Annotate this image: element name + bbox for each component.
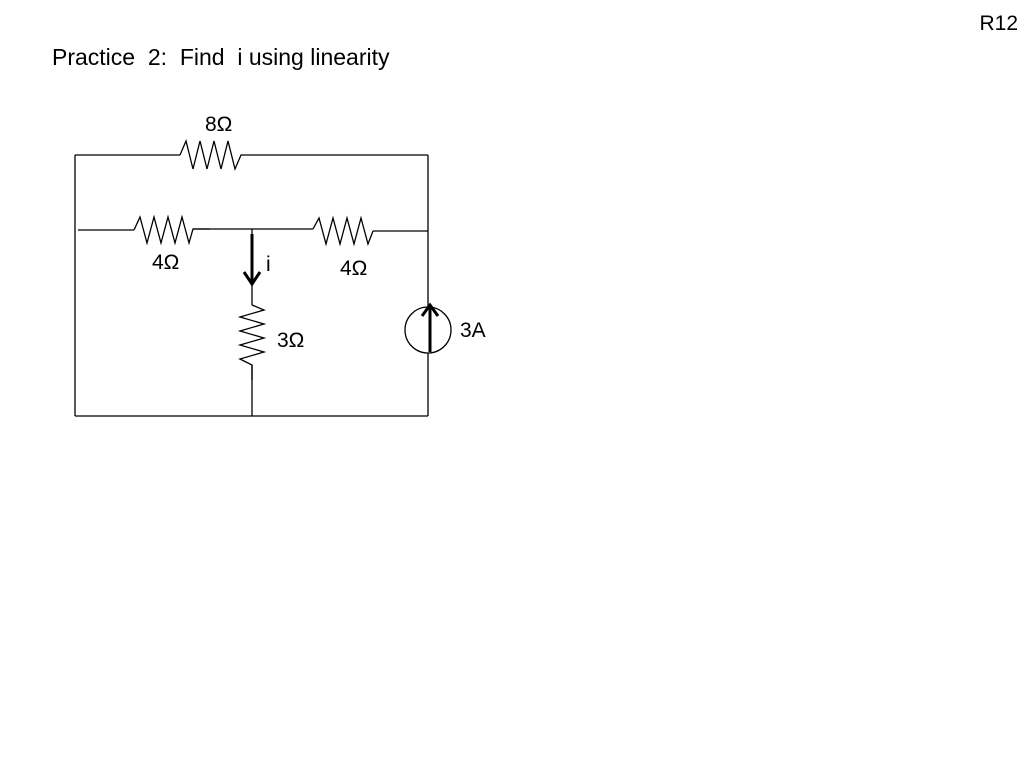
label-8ohm: 8Ω <box>205 113 232 136</box>
current-source <box>404 306 452 354</box>
source-arrowhead <box>420 302 440 317</box>
label-4ohm-left: 4Ω <box>152 251 179 274</box>
resistor-8ohm <box>179 138 257 172</box>
label-source-3a: 3A <box>460 319 486 342</box>
label-4ohm-right: 4Ω <box>340 257 367 280</box>
label-current-i: i <box>266 253 271 276</box>
slide-title: Practice 2: Find i using linearity <box>52 44 390 70</box>
current-arrowhead <box>242 271 262 287</box>
label-3ohm: 3Ω <box>277 329 304 352</box>
resistor-4ohm-left <box>133 214 210 246</box>
resistor-4ohm-right <box>312 215 374 247</box>
slide-number: R12 <box>979 12 1018 35</box>
resistor-3ohm <box>237 304 267 380</box>
